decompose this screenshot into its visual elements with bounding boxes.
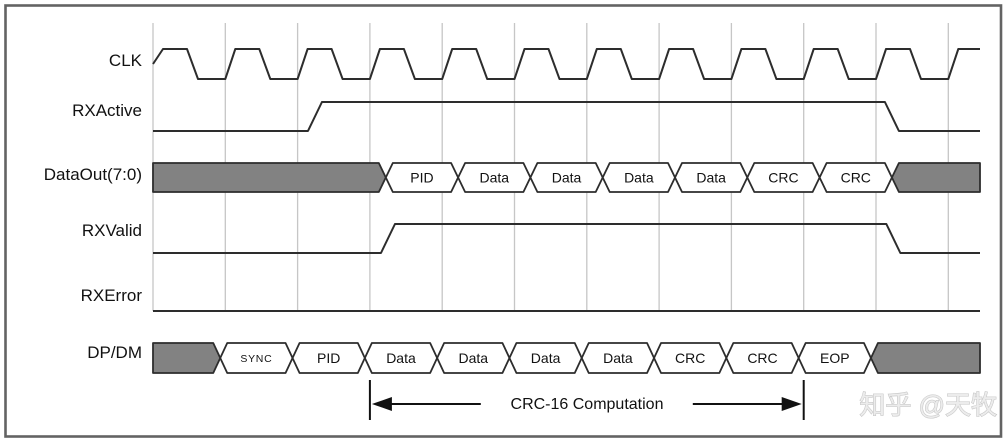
watermark: 知乎 @天牧 [859, 390, 997, 420]
bus-cell-label: Data [531, 350, 561, 366]
bus-idle-segment [152, 162, 387, 193]
bus-cell-label: PID [410, 170, 433, 186]
dpdm-bus: SYNC PID Data Data Data Data CRC CRC EOP [152, 342, 981, 374]
bus-cell-label: CRC [841, 170, 871, 186]
crc-annotation [368, 380, 805, 420]
signal-label-dpdm: DP/DM [87, 343, 142, 362]
bus-cell-label: EOP [820, 350, 850, 366]
bus-cell-label: Data [624, 170, 654, 186]
bus-idle-segment [891, 162, 981, 193]
bus-idle-segment [152, 342, 222, 374]
rxvalid-waveform [153, 223, 980, 254]
bus-cell-label: Data [696, 170, 726, 186]
bus-idle-segment [870, 342, 981, 374]
bus-cell-label: Data [603, 350, 633, 366]
signal-label-rxerror: RXError [81, 286, 143, 305]
left-arrowhead-icon [371, 397, 392, 411]
crc-annotation-label: CRC-16 Computation [511, 396, 664, 413]
bus-cell-label: Data [479, 170, 509, 186]
signal-label-dataout: DataOut(7:0) [44, 165, 142, 184]
signal-label-clk: CLK [109, 51, 143, 70]
bus-cell-label: CRC [747, 350, 777, 366]
signal-label-rxvalid: RXValid [82, 221, 142, 240]
bus-cell-label: SYNC [240, 353, 272, 365]
clk-waveform [152, 48, 980, 80]
diagram-frame [4, 4, 1003, 438]
bus-cell-label: Data [458, 350, 488, 366]
bus-cell-label: Data [552, 170, 582, 186]
bus-cell-label: PID [317, 350, 340, 366]
dataout-bus: PID Data Data Data Data CRC CRC [152, 162, 981, 193]
rxactive-waveform [153, 101, 980, 132]
signal-label-rxactive: RXActive [72, 101, 142, 120]
right-arrowhead-icon [781, 397, 802, 411]
signal-labels: CLK RXActive DataOut(7:0) RXValid RXErro… [44, 51, 143, 362]
bus-cell-label: Data [386, 350, 416, 366]
bus-cell-label: CRC [768, 170, 798, 186]
bus-cell-label: CRC [675, 350, 705, 366]
